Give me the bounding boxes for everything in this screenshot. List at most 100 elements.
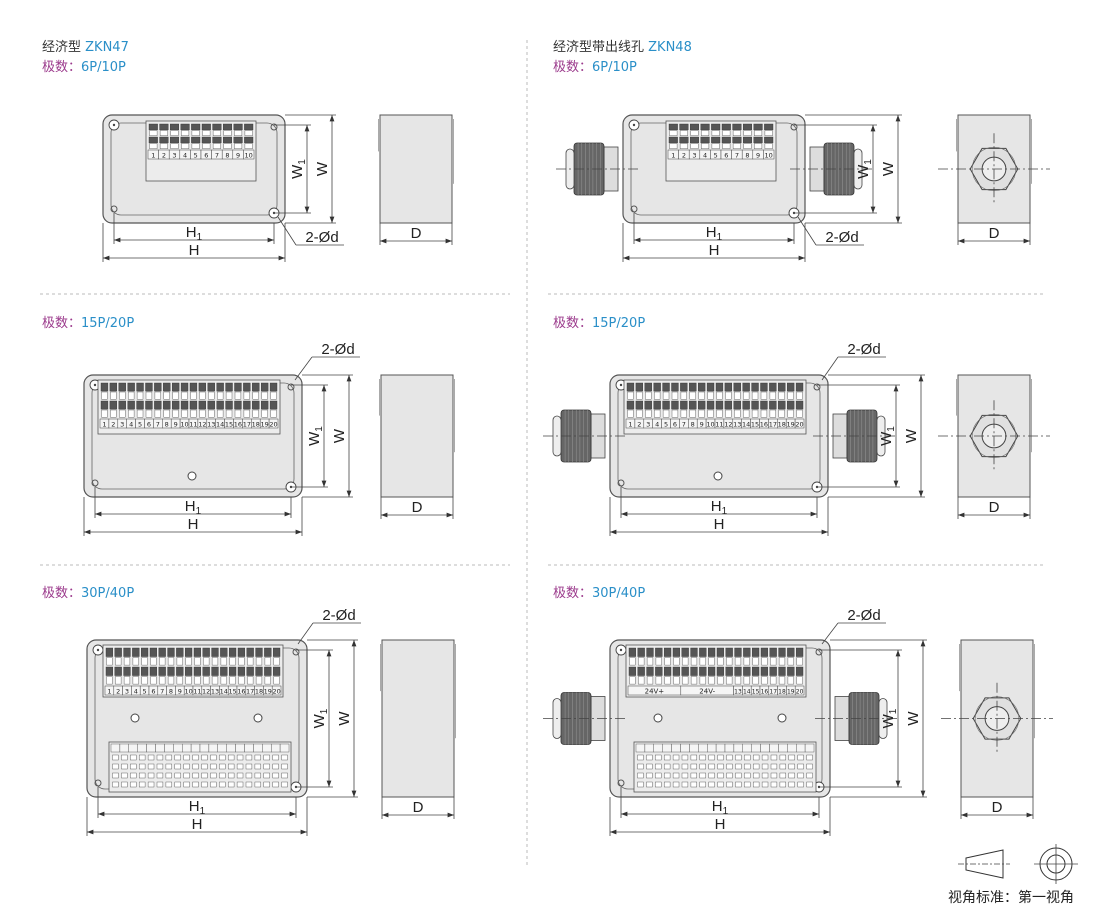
terminal-clamp [246, 666, 254, 676]
terminal-screw [185, 676, 192, 685]
terminal-screw [744, 772, 751, 779]
screw-hole [292, 648, 300, 656]
terminal-screw [751, 391, 759, 400]
terminal-screw [796, 391, 803, 400]
terminal-screw [176, 676, 183, 685]
terminal-number-cell [662, 743, 672, 753]
terminal-clamp [180, 400, 189, 410]
terminal-screw [708, 676, 715, 685]
terminal-number-cell [733, 743, 744, 753]
terminal-screw [183, 772, 190, 779]
terminal-screw [699, 763, 706, 770]
terminal-screw [664, 657, 671, 666]
terminal-clamp [671, 382, 679, 392]
terminal-number: 19 [787, 689, 795, 696]
terminal-clamp [171, 400, 180, 410]
label-h1: H1 [706, 224, 723, 243]
terminal-clamp [207, 382, 215, 392]
terminal-screw [726, 772, 733, 779]
label-h: H [709, 242, 720, 259]
label-h: H [189, 242, 200, 259]
terminal-clamp [742, 400, 750, 410]
terminal-clamp [690, 123, 700, 131]
terminal-screw [190, 391, 197, 400]
terminal-screw [743, 409, 750, 418]
terminal-screw [229, 657, 236, 666]
terminal-clamp [180, 136, 190, 144]
terminal-number: 19 [264, 688, 272, 696]
hole-leader [821, 622, 839, 645]
terminal-clamp [243, 400, 251, 410]
terminal-screw [261, 391, 268, 400]
terminal-number: 1 [151, 152, 155, 160]
terminal-screw [174, 754, 181, 761]
terminal-screw [690, 772, 698, 779]
terminal-clamp [228, 647, 237, 657]
terminal-screw [112, 763, 119, 770]
terminal-screw [252, 409, 259, 418]
terminal-clamp [646, 666, 654, 676]
terminal-screw [132, 657, 139, 666]
terminal-clamp [751, 382, 759, 392]
terminal-clamp [635, 400, 644, 410]
terminal-screw [227, 781, 235, 788]
terminal-clamp [244, 123, 254, 131]
mounting-hole-center [96, 648, 100, 652]
terminal-screw [743, 676, 750, 685]
terminal-clamp [189, 382, 198, 392]
terminal-clamp [132, 666, 140, 676]
terminal-number: 13 [734, 689, 742, 696]
terminal-number: 7 [735, 152, 739, 160]
terminal-screw [170, 143, 179, 149]
terminal-clamp [212, 136, 222, 144]
terminal-number: 14 [742, 421, 750, 429]
side-view-edge [959, 644, 961, 692]
label-w1: W1 [878, 426, 897, 446]
terminal-screw [130, 772, 137, 779]
terminal-number: 8 [691, 421, 695, 429]
terminal-clamp [105, 666, 114, 676]
terminal-number: 15 [752, 689, 760, 696]
terminal-screw [681, 754, 689, 761]
terminal-screw [645, 391, 652, 400]
terminal-clamp [169, 123, 179, 131]
terminal-clamp [725, 666, 733, 676]
terminal-screw [147, 772, 155, 779]
terminal-screw [236, 772, 244, 779]
terminal-clamp [690, 136, 700, 144]
terminal-clamp [734, 666, 742, 676]
terminal-clamp [778, 666, 786, 676]
terminal-number: 4 [703, 152, 707, 160]
terminal-clamp [180, 123, 190, 131]
terminal-clamp [148, 136, 158, 144]
terminal-screw [690, 754, 698, 761]
terminal-clamp [132, 647, 140, 657]
terminal-screw [679, 143, 688, 149]
terminal-clamp [184, 647, 193, 657]
terminal-clamp [743, 666, 751, 676]
terminal-screw [220, 657, 227, 666]
terminal-clamp [222, 136, 232, 144]
terminal-screw [272, 772, 279, 779]
side-view-edge [454, 644, 456, 739]
terminal-clamp [733, 382, 741, 392]
terminal-screw [761, 763, 769, 770]
terminal-number: 16 [761, 689, 769, 696]
terminal-clamp [778, 400, 786, 410]
zkn47-poles-6p: 极数：6P/10P [42, 60, 126, 76]
terminal-number-cell [279, 743, 290, 753]
terminal-number-cell [146, 743, 156, 753]
terminal-clamp [637, 647, 645, 657]
terminal-screw [806, 754, 813, 761]
terminal-screw [281, 772, 288, 779]
terminal-screw [717, 676, 724, 685]
terminal-screw [769, 391, 777, 400]
terminal-number: 3 [120, 421, 124, 429]
terminal-screw [236, 763, 244, 770]
terminal-clamp [769, 647, 777, 657]
terminal-clamp [664, 666, 672, 676]
terminal-clamp [159, 136, 169, 144]
terminal-screw [170, 130, 179, 136]
label-w1: W1 [306, 426, 325, 446]
terminal-screw [690, 130, 699, 136]
